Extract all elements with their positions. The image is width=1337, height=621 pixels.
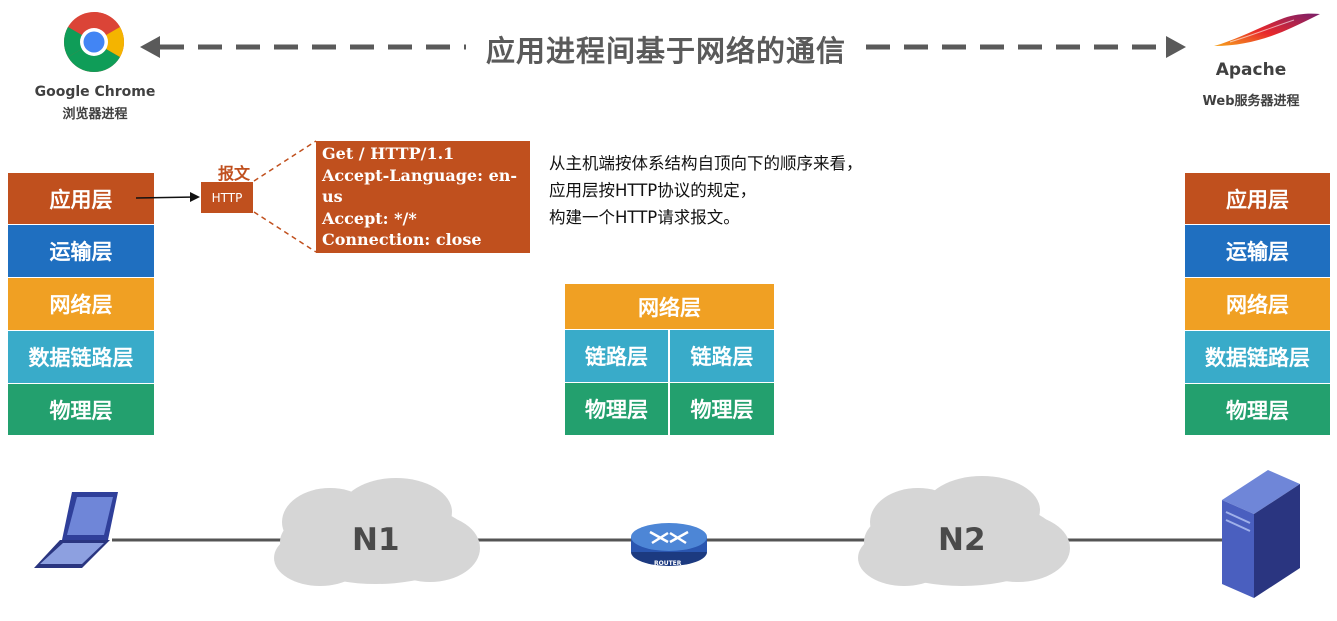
right-layer-network: 网络层 [1185,278,1330,330]
laptop-icon [34,492,118,568]
right-layer-transport: 运输层 [1185,225,1330,277]
http-tag: HTTP [201,182,253,213]
cloud-label-n2: N2 [938,522,986,558]
apache-feather-icon [1214,13,1320,46]
server-icon [1222,470,1300,598]
server-name: Apache [1215,60,1287,80]
client-sub: 浏览器进程 [62,107,128,122]
network-topology [34,470,1300,598]
left-layer-physical: 物理层 [8,384,154,435]
chrome-logo-icon [63,11,125,73]
left-layer-transport: 运输层 [8,225,154,277]
message-line: Accept-Language: en-us [322,165,518,207]
message-line: Host: 192.168.0.2 [322,251,482,271]
cloud-label-n1: N1 [352,522,400,558]
router-layer-physical-left: 物理层 [565,383,668,435]
left-layer-datalink: 数据链路层 [8,331,154,383]
router-label: ROUTER [654,560,682,567]
description-line: 构建一个HTTP请求报文。 [549,208,740,227]
router-icon [631,523,707,566]
router-layer-link-right: 链路层 [670,330,774,382]
right-layer-datalink: 数据链路层 [1185,331,1330,383]
description-line: 应用层按HTTP协议的规定， [549,181,757,200]
message-label: 报文 [218,164,251,183]
message-line: Get / HTTP/1.1 [322,144,455,163]
left-layer-network: 网络层 [8,278,154,330]
server-sub: Web服务器进程 [1202,94,1300,109]
cloud-icon-n2 [858,476,1070,586]
cloud-icon-n1 [274,478,480,586]
description: 从主机端按体系结构自顶向下的顺序来看， 应用层按HTTP协议的规定， 构建一个H… [549,150,863,231]
message-connectors [135,140,317,253]
title-arrow [140,36,1186,58]
message-line: Accept: */* [322,208,417,228]
router-layer-physical-right: 物理层 [670,383,774,435]
description-line: 从主机端按体系结构自顶向下的顺序来看， [549,154,863,173]
page-title: 应用进程间基于网络的通信 [486,34,847,68]
router-layer-link-left: 链路层 [565,330,668,382]
left-layer-application: 应用层 [8,173,154,224]
right-layer-physical: 物理层 [1185,384,1330,435]
right-layer-application: 应用层 [1185,173,1330,224]
router-layer-network: 网络层 [565,284,774,329]
message-line: Connection: close [322,230,482,249]
http-request-message: Get / HTTP/1.1 Accept-Language: en-us Ac… [316,141,530,271]
client-name: Google Chrome [34,84,156,100]
